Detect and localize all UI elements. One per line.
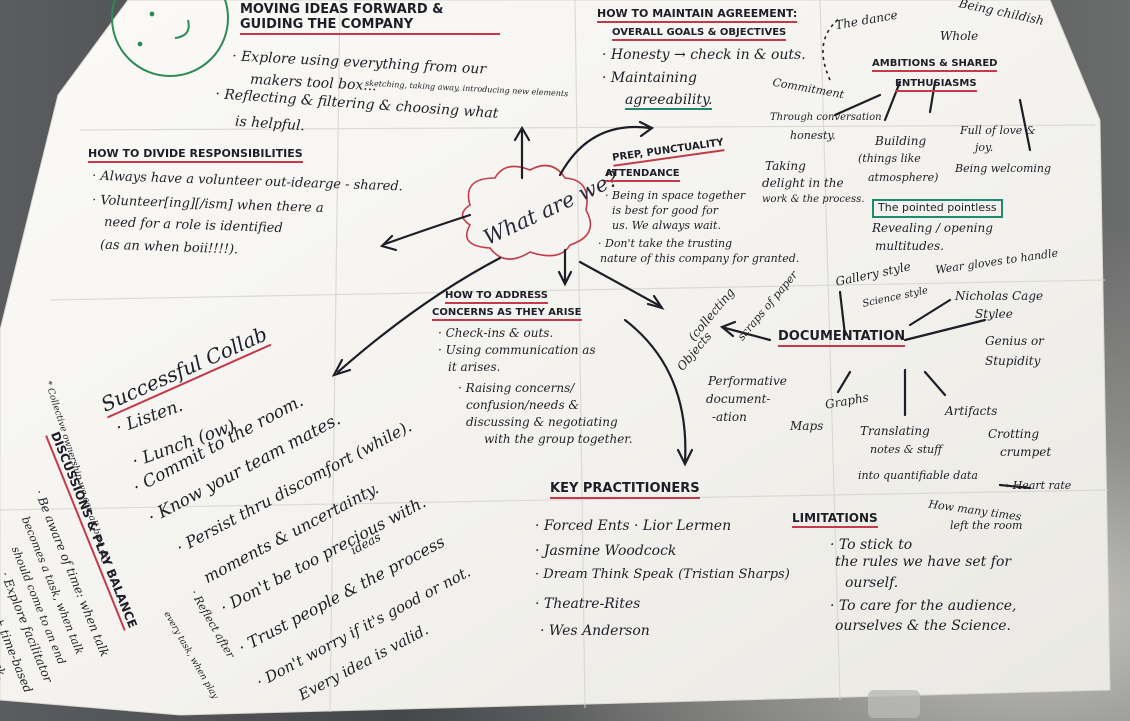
building-3: atmosphere) xyxy=(868,171,939,184)
heart-rate: → Heart rate xyxy=(1000,479,1072,492)
limitation-1: · To stick to xyxy=(830,537,913,553)
ambitions-title-1: AMBITIONS & SHARED xyxy=(872,58,998,72)
translating-1: Translating xyxy=(860,424,930,438)
building-2: (things like xyxy=(858,152,921,165)
limitation-2: the rules we have set for xyxy=(835,554,1012,570)
nicholas-2: Stylee xyxy=(975,307,1013,321)
artifacts: Artifacts xyxy=(945,404,998,418)
practitioner-5: · Wes Anderson xyxy=(540,623,650,639)
limitation-5: ourselves & the Science. xyxy=(835,618,1011,634)
performative-3: -ation xyxy=(712,410,747,424)
practitioner-2: · Jasmine Woodcock xyxy=(535,543,677,559)
maps: Maps xyxy=(790,419,824,433)
crotting-1: Crotting xyxy=(988,427,1040,441)
translating-2: notes & stuff xyxy=(870,443,943,456)
nicholas-1: Nicholas Cage xyxy=(955,289,1044,303)
revealing-1: Revealing / opening xyxy=(872,221,993,235)
pointed-pointless: The pointed pointless xyxy=(872,199,1003,218)
concerns-line1: · Check-ins & outs. xyxy=(438,326,554,340)
agreement-line3: agreeability. xyxy=(625,92,713,111)
agreement-title: HOW TO MAINTAIN AGREEMENT: xyxy=(597,7,798,23)
concerns-line3: it arises. xyxy=(448,360,501,374)
how-many-2: left the room xyxy=(950,519,1023,532)
concerns-line2: · Using communication as xyxy=(438,343,596,357)
taking-2: delight in the xyxy=(762,176,844,190)
concerns-title-2: CONCERNS AS THEY ARISE xyxy=(432,307,582,321)
crotting-2: crumpet xyxy=(1000,445,1052,459)
moving-ideas-title: MOVING IDEAS FORWARD & GUIDING THE COMPA… xyxy=(240,2,500,35)
agreement-subtitle: OVERALL GOALS & OBJECTIVES xyxy=(612,27,787,41)
practitioner-1: · Forced Ents · Lior Lermen xyxy=(535,518,732,534)
limitation-4: · To care for the audience, xyxy=(830,598,1017,614)
performative-2: document- xyxy=(706,392,771,406)
prep-line5: nature of this company for granted. xyxy=(600,252,800,265)
limitations-title: LIMITATIONS xyxy=(792,511,878,528)
concerns-line4: · Raising concerns/ xyxy=(458,381,575,395)
performative-1: Performative xyxy=(708,374,787,388)
honesty: honesty. xyxy=(790,129,836,142)
practitioner-3: · Dream Think Speak (Tristian Sharps) xyxy=(535,567,790,582)
agreement-line2: · Maintaining xyxy=(602,70,697,86)
prep-line4: · Don't take the trusting xyxy=(598,237,733,250)
limitation-3: ourself. xyxy=(845,575,899,591)
full-of-love-2: joy. xyxy=(975,141,994,154)
taking-3: work & the process. xyxy=(762,194,865,205)
ambitions-title-2: ENTHUSIASMS xyxy=(895,78,977,92)
genius-2: Stupidity xyxy=(985,354,1041,368)
full-of-love-1: Full of love & xyxy=(960,124,1036,137)
concerns-line7: with the group together. xyxy=(484,432,633,446)
practitioner-4: · Theatre-Rites xyxy=(535,596,641,612)
divide-title: HOW TO DIVIDE RESPONSIBILITIES xyxy=(88,147,303,163)
concerns-line6: discussing & negotiating xyxy=(466,415,618,429)
whole: Whole xyxy=(940,29,979,43)
prep-line2: is best for good for xyxy=(612,204,718,217)
translating-3: into quantifiable data xyxy=(858,469,978,482)
practitioners-title: KEY PRACTITIONERS xyxy=(550,481,700,499)
taking-1: Taking xyxy=(765,159,806,173)
prep-line3: us. We always wait. xyxy=(612,219,721,232)
concerns-title-1: HOW TO ADDRESS xyxy=(445,290,549,304)
being-welcoming: Being welcoming xyxy=(955,162,1052,175)
agreement-line1: · Honesty → check in & outs. xyxy=(602,47,806,63)
building-1: Building xyxy=(875,134,927,148)
genius-1: Genius or xyxy=(985,334,1044,348)
concerns-line5: confusion/needs & xyxy=(466,398,580,412)
documentation-title: DOCUMENTATION xyxy=(778,329,906,347)
prep-title-2: ATTENDANCE xyxy=(605,168,680,182)
revealing-2: multitudes. xyxy=(875,239,944,253)
prep-line1: · Being in space together xyxy=(605,189,746,202)
through-conversation: Through conversation xyxy=(770,112,882,123)
